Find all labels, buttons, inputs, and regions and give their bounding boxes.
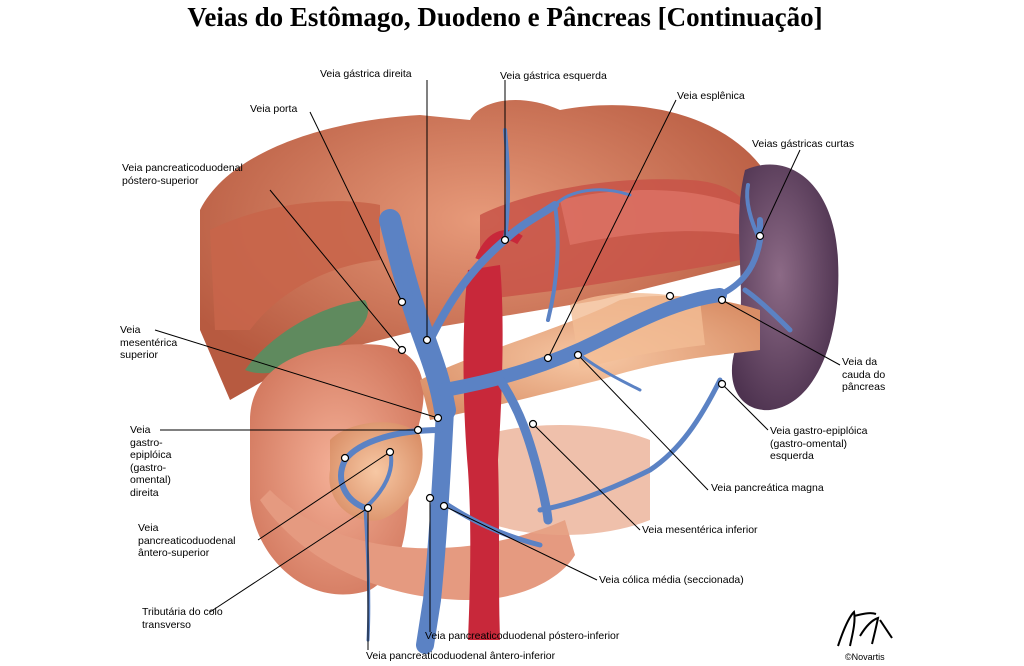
celiac-artery — [475, 230, 523, 263]
gastric-branch-2 — [553, 188, 632, 207]
artist-signature — [837, 609, 893, 647]
gastric-branch-1 — [503, 128, 511, 242]
label-anterosuperior-pd-vein: Veia pancreaticoduodenal ântero-superior — [138, 522, 236, 559]
label-middle-colic-vein: Veia cólica média (seccionada) — [599, 574, 744, 586]
gallbladder — [245, 300, 369, 374]
copyright-credit: ©Novartis — [845, 652, 885, 662]
stomach-fold — [560, 190, 744, 245]
label-superior-mesenteric-vein: Veia mesentérica superior — [120, 324, 178, 361]
label-short-gastric-veins: Veias gástricas curtas — [752, 138, 855, 150]
left-gastric-vein — [426, 201, 559, 344]
label-anteroinferior-pd-vein: Veia pancreaticoduodenal ântero-inferior — [366, 650, 556, 662]
label-right-gastric-vein: Veia gástrica direita — [320, 68, 412, 80]
superior-mesenteric-vein-trunk — [416, 401, 454, 654]
anchor-points — [340, 231, 765, 513]
pancreas-head — [329, 422, 423, 521]
colon-mesentery — [470, 425, 650, 535]
label-right-gastroepiploic-vein: Veia gastro- epiplóica (gastro- omental)… — [130, 424, 172, 499]
aorta — [463, 265, 503, 640]
label-left-gastric-vein: Veia gástrica esquerda — [500, 70, 607, 82]
splenic-vein-trunk — [438, 288, 727, 397]
leader-lines — [154, 80, 841, 650]
label-posteroinferior-pd-vein: Veia pancreaticoduodenal póstero-inferio… — [425, 630, 620, 642]
omentum-left — [210, 201, 380, 330]
label-portal-vein: Veia porta — [250, 103, 298, 115]
right-gastric-vein — [398, 237, 428, 343]
label-great-pancreatic-vein: Veia pancreática magna — [711, 482, 824, 494]
left-gastroepiploic-vein — [537, 377, 723, 513]
figure-title: Veias do Estômago, Duodeno e Pâncreas [C… — [187, 2, 823, 32]
splenic-hilum-branch — [742, 287, 793, 333]
gastric-branch-3 — [546, 203, 560, 322]
label-splenic-vein: Veia esplênica — [677, 90, 745, 102]
label-inferior-mesenteric-vein: Veia mesentérica inferior — [642, 524, 758, 536]
label-pancreas-tail-vein: Veia da cauda do pâncreas — [842, 356, 886, 393]
vein-network — [338, 128, 793, 654]
label-left-gastroepiploic-vein: Veia gastro-epiplóica (gastro-omental) e… — [770, 425, 868, 462]
label-transverse-colon-tributary: Tributária do colo transverso — [142, 606, 223, 631]
label-posterosuperior-pd-vein: Veia pancreaticoduodenal póstero-superio… — [122, 162, 243, 187]
great-pancreatic-vein — [578, 353, 642, 392]
